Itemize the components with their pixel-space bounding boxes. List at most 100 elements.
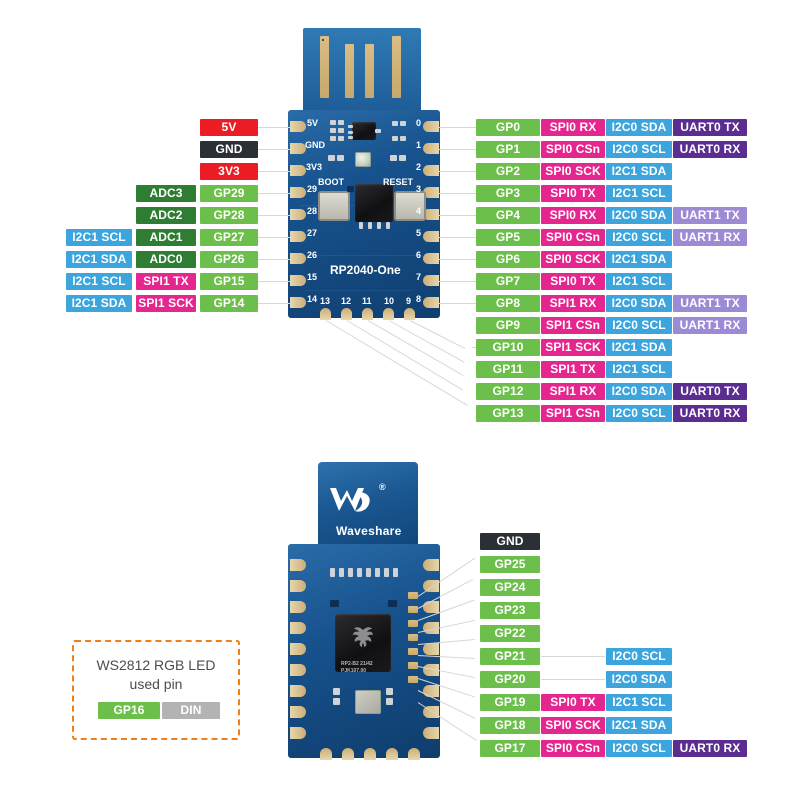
pin-label-gp4[interactable]: GP4: [476, 207, 540, 224]
pin-label-gp13[interactable]: GP13: [476, 405, 540, 422]
pin-label-5v[interactable]: 5V: [200, 119, 258, 136]
pin-label-gp15[interactable]: GP15: [200, 273, 258, 290]
pin-label-gp17[interactable]: GP17: [480, 740, 540, 757]
alt-label-i2c1-scl[interactable]: I2C1 SCL: [66, 229, 132, 246]
alt-label-adc0[interactable]: ADC0: [136, 251, 196, 268]
alt-label-gp12-spi1-rx[interactable]: SPI1 RX: [541, 383, 605, 400]
alt-label-gp9-i2c0-scl[interactable]: I2C0 SCL: [606, 317, 672, 334]
alt-label-gp13-i2c0-scl[interactable]: I2C0 SCL: [606, 405, 672, 422]
pin-label-gp2[interactable]: GP2: [476, 163, 540, 180]
pin-label-gp19[interactable]: GP19: [480, 694, 540, 711]
alt-label-gp2-spi0-sck[interactable]: SPI0 SCK: [541, 163, 605, 180]
alt-label-gp3-spi0-tx[interactable]: SPI0 TX: [541, 185, 605, 202]
alt-label-i2c1-scl-2[interactable]: I2C1 SCL: [66, 273, 132, 290]
alt-label-gp4-uart1-tx[interactable]: UART1 TX: [673, 207, 747, 224]
alt-label-gp12-uart0-tx[interactable]: UART0 TX: [673, 383, 747, 400]
pin-label-gp5[interactable]: GP5: [476, 229, 540, 246]
alt-label-gp1-spi0-csn[interactable]: SPI0 CSn: [541, 141, 605, 158]
alt-label-gp9-spi1-csn[interactable]: SPI1 CSn: [541, 317, 605, 334]
alt-label-spi1-sck[interactable]: SPI1 SCK: [136, 295, 196, 312]
alt-label-i2c1-sda[interactable]: I2C1 SDA: [66, 251, 132, 268]
top-left-pad-29: [290, 187, 306, 198]
alt-label-gp11-spi1-tx[interactable]: SPI1 TX: [541, 361, 605, 378]
alt-label-gp1-uart0-rx[interactable]: UART0 RX: [673, 141, 747, 158]
alt-label-gp8-uart1-tx[interactable]: UART1 TX: [673, 295, 747, 312]
alt-label-gp12-i2c0-sda[interactable]: I2C0 SDA: [606, 383, 672, 400]
pin-label-gp28[interactable]: GP28: [200, 207, 258, 224]
alt-label-gp21-i2c0-scl[interactable]: I2C0 SCL: [606, 648, 672, 665]
pin-label-gp6[interactable]: GP6: [476, 251, 540, 268]
pin-label-gp29[interactable]: GP29: [200, 185, 258, 202]
pin-label-gp25[interactable]: GP25: [480, 556, 540, 573]
alt-label-gp5-uart1-rx[interactable]: UART1 RX: [673, 229, 747, 246]
leader-line: [541, 656, 605, 657]
pin-label-gp24[interactable]: GP24: [480, 579, 540, 596]
alt-label-gp19-i2c1-scl[interactable]: I2C1 SCL: [606, 694, 672, 711]
pin-label-gp27[interactable]: GP27: [200, 229, 258, 246]
reset-button[interactable]: [394, 191, 426, 221]
alt-label-adc3[interactable]: ADC3: [136, 185, 196, 202]
alt-label-gp1-i2c0-scl[interactable]: I2C0 SCL: [606, 141, 672, 158]
pin-label-gp12[interactable]: GP12: [476, 383, 540, 400]
alt-label-gp6-i2c1-sda[interactable]: I2C1 SDA: [606, 251, 672, 268]
alt-label-gp19-spi0-tx[interactable]: SPI0 TX: [541, 694, 605, 711]
bottom-left-pad: [290, 601, 306, 613]
pin-label-3v3[interactable]: 3V3: [200, 163, 258, 180]
alt-label-gp7-i2c1-scl[interactable]: I2C1 SCL: [606, 273, 672, 290]
alt-label-gp13-spi1-csn[interactable]: SPI1 CSn: [541, 405, 605, 422]
alt-label-adc2[interactable]: ADC2: [136, 207, 196, 224]
alt-label-gp0-i2c0-sda[interactable]: I2C0 SDA: [606, 119, 672, 136]
pin-label-gp0[interactable]: GP0: [476, 119, 540, 136]
pin-label-gp20[interactable]: GP20: [480, 671, 540, 688]
alt-label-gp4-spi0-rx[interactable]: SPI0 RX: [541, 207, 605, 224]
pin-label-gp21[interactable]: GP21: [480, 648, 540, 665]
alt-label-gp8-i2c0-sda[interactable]: I2C0 SDA: [606, 295, 672, 312]
alt-label-spi1-tx[interactable]: SPI1 TX: [136, 273, 196, 290]
pin-label-gp1[interactable]: GP1: [476, 141, 540, 158]
alt-label-gp10-spi1-sck[interactable]: SPI1 SCK: [541, 339, 605, 356]
alt-label-gp2-i2c1-sda[interactable]: I2C1 SDA: [606, 163, 672, 180]
alt-label-gp3-i2c1-scl[interactable]: I2C1 SCL: [606, 185, 672, 202]
alt-label-gp17-i2c0-scl[interactable]: I2C0 SCL: [606, 740, 672, 757]
pin-label-gnd[interactable]: GND: [480, 533, 540, 550]
pin-label-gp3[interactable]: GP3: [476, 185, 540, 202]
pin-label-gp18[interactable]: GP18: [480, 717, 540, 734]
pin-label-gp11[interactable]: GP11: [476, 361, 540, 378]
alt-label-gp13-uart0-rx[interactable]: UART0 RX: [673, 405, 747, 422]
alt-label-gp9-uart1-rx[interactable]: UART1 RX: [673, 317, 747, 334]
alt-label-gp7-spi0-tx[interactable]: SPI0 TX: [541, 273, 605, 290]
alt-label-gp0-uart0-tx[interactable]: UART0 TX: [673, 119, 747, 136]
pin-label-gp23[interactable]: GP23: [480, 602, 540, 619]
regulator-ic: [352, 122, 376, 140]
inner-pad: [408, 620, 418, 627]
legend-signal-din[interactable]: DIN: [162, 702, 220, 719]
alt-label-gp5-spi0-csn[interactable]: SPI0 CSn: [541, 229, 605, 246]
pin-label-gp9[interactable]: GP9: [476, 317, 540, 334]
raspberry-pi-logo-icon: [353, 627, 373, 647]
pin-label-gp14[interactable]: GP14: [200, 295, 258, 312]
alt-label-i2c1-sda-2[interactable]: I2C1 SDA: [66, 295, 132, 312]
pin-label-gp8[interactable]: GP8: [476, 295, 540, 312]
alt-label-gp0-spi0-rx[interactable]: SPI0 RX: [541, 119, 605, 136]
silk-reset-label: RESET: [383, 177, 414, 187]
alt-label-adc1[interactable]: ADC1: [136, 229, 196, 246]
pin-label-gp10[interactable]: GP10: [476, 339, 540, 356]
usb-pad-2: [345, 44, 354, 98]
alt-label-gp8-spi1-rx[interactable]: SPI1 RX: [541, 295, 605, 312]
alt-label-gp5-i2c0-scl[interactable]: I2C0 SCL: [606, 229, 672, 246]
alt-label-gp10-i2c1-sda[interactable]: I2C1 SDA: [606, 339, 672, 356]
legend-pin-gp16[interactable]: GP16: [98, 702, 160, 719]
pin-label-gp22[interactable]: GP22: [480, 625, 540, 642]
pin-label-gnd[interactable]: GND: [200, 141, 258, 158]
alt-label-gp4-i2c0-sda[interactable]: I2C0 SDA: [606, 207, 672, 224]
alt-label-gp20-i2c0-sda[interactable]: I2C0 SDA: [606, 671, 672, 688]
alt-label-gp18-i2c1-sda[interactable]: I2C1 SDA: [606, 717, 672, 734]
alt-label-gp18-spi0-sck[interactable]: SPI0 SCK: [541, 717, 605, 734]
pin-label-gp26[interactable]: GP26: [200, 251, 258, 268]
pin-label-gp7[interactable]: GP7: [476, 273, 540, 290]
boot-button[interactable]: [318, 191, 350, 221]
alt-label-gp11-i2c1-scl[interactable]: I2C1 SCL: [606, 361, 672, 378]
alt-label-gp17-uart0-rx[interactable]: UART0 RX: [673, 740, 747, 757]
alt-label-gp17-spi0-csn[interactable]: SPI0 CSn: [541, 740, 605, 757]
alt-label-gp6-spi0-sck[interactable]: SPI0 SCK: [541, 251, 605, 268]
